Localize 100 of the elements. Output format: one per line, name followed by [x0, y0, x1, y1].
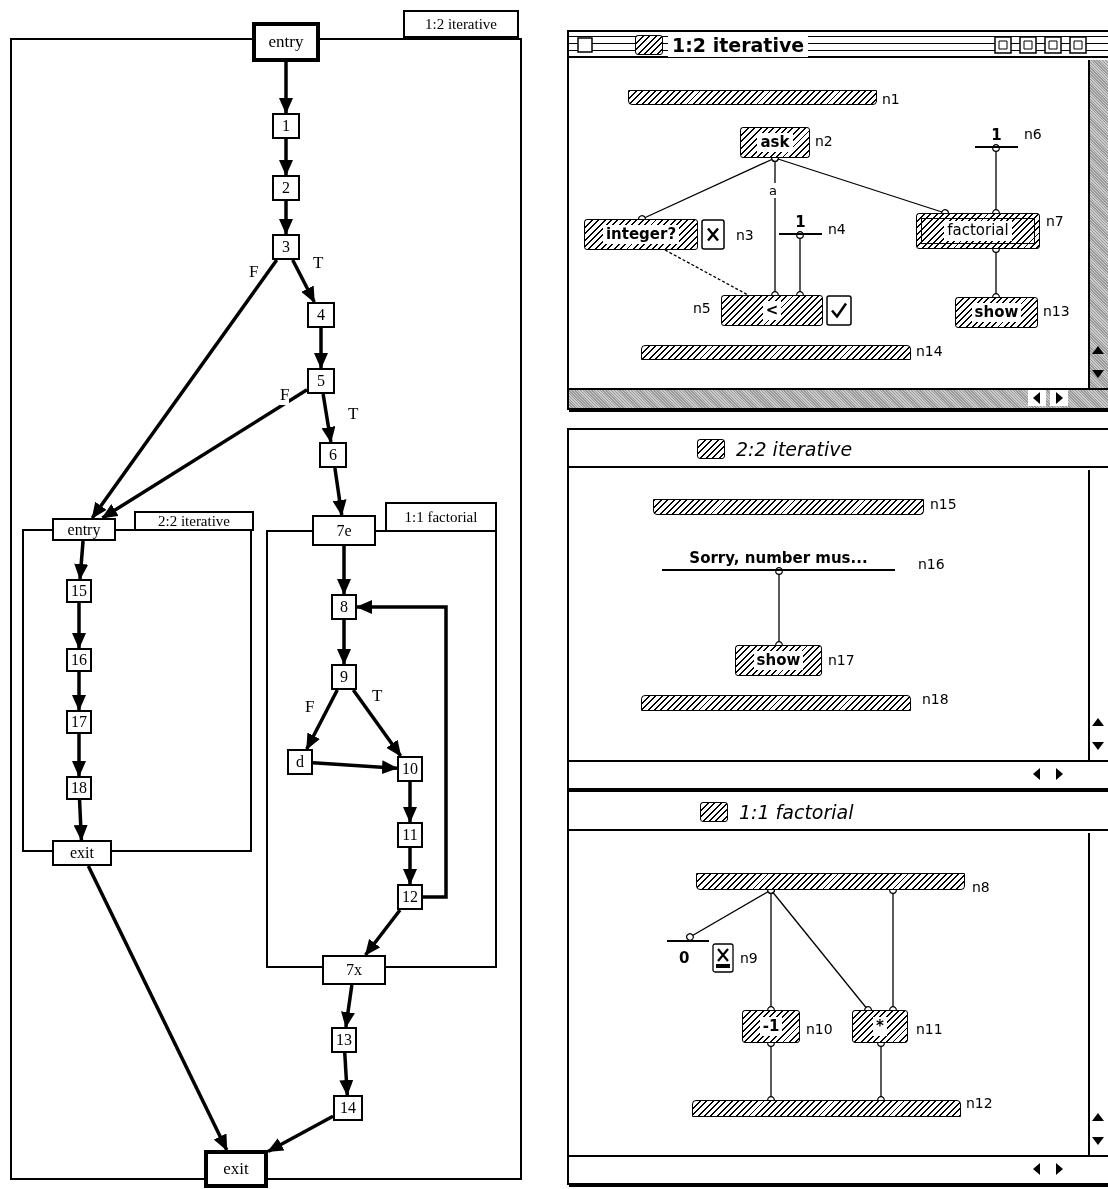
arrow [341, 984, 355, 1028]
node-id-label: n5 [693, 301, 711, 315]
input-bar [653, 499, 924, 515]
input-bar [628, 90, 877, 105]
node-id-label: n13 [1043, 304, 1070, 318]
arrow [279, 201, 293, 235]
operation-box [740, 127, 810, 158]
arrow [279, 139, 293, 176]
output-bar [641, 345, 911, 360]
arrow [86, 865, 229, 1151]
block-box: 18 [66, 776, 92, 800]
block-box: 9 [331, 664, 357, 690]
node-id-label: n3 [736, 228, 754, 242]
output-bar [692, 1100, 961, 1117]
node-id-label: n4 [828, 222, 846, 236]
operation-box [742, 1010, 800, 1043]
terminal-box: exit [204, 1150, 268, 1188]
operation-label: show [753, 650, 804, 671]
operation-box [955, 297, 1038, 328]
block-box: 6 [319, 442, 347, 468]
node-id-label: n11 [916, 1022, 943, 1036]
arrow [356, 600, 448, 899]
block-box: 1 [272, 113, 300, 139]
operation-box [852, 1010, 908, 1043]
arrow [72, 603, 86, 649]
arrow [305, 689, 339, 750]
arrow [74, 540, 89, 580]
block-box: 15 [66, 579, 92, 603]
node-id-label: n16 [918, 557, 945, 571]
arrow [314, 328, 328, 369]
operation-label: -1 [759, 1016, 783, 1037]
arrow [337, 620, 351, 665]
node-id-label: n1 [882, 92, 900, 106]
block-box: 12 [397, 884, 423, 910]
block-box: 4 [307, 302, 335, 328]
node-id-label: n12 [966, 1096, 993, 1110]
operation-label: < [762, 300, 782, 321]
arrow [403, 848, 417, 885]
terminal-box: entry [252, 22, 320, 62]
node-id-label: n9 [740, 951, 758, 965]
input-bar [696, 873, 965, 890]
arrow [267, 1114, 334, 1154]
arrow [332, 467, 347, 516]
operation-label: show [971, 302, 1022, 323]
constant: 1 [975, 125, 1018, 148]
node-id-label: n18 [922, 692, 949, 706]
region-title: 1:2 iterative [403, 10, 519, 38]
constant: 1 [779, 213, 822, 235]
block-box: 5 [307, 368, 335, 394]
block-box: 11 [397, 822, 423, 848]
node-id-label: n10 [806, 1022, 833, 1036]
window [567, 30, 1108, 410]
block-box: 3 [272, 234, 300, 260]
arrow [72, 672, 86, 711]
match-value: 0 [679, 949, 690, 967]
arrow [312, 760, 398, 775]
block-box: 7e [312, 515, 376, 546]
node-id-label: n6 [1024, 127, 1042, 141]
node-id-label: n15 [930, 497, 957, 511]
node-id-label: n2 [815, 134, 833, 148]
node-id-label: n8 [972, 880, 990, 894]
block-box: exit [52, 840, 112, 866]
arrow [73, 799, 88, 841]
arrow [101, 388, 308, 520]
operation-label: factorial [944, 221, 1012, 241]
arrow [364, 908, 402, 957]
arrow [291, 259, 316, 303]
block-box: 8 [331, 594, 357, 620]
operation-box [916, 213, 1040, 249]
constant: Sorry, number mus... [662, 545, 895, 571]
block-box: 14 [333, 1095, 363, 1121]
region-title: 2:2 iterative [134, 511, 254, 531]
node-id-label: n17 [828, 653, 855, 667]
block-box: 16 [66, 648, 92, 672]
block-box: 10 [397, 756, 423, 782]
arrow [279, 62, 293, 114]
arrow [337, 546, 351, 595]
arrow [321, 393, 336, 443]
operation-label: integer? [602, 224, 680, 245]
arrow [351, 689, 403, 757]
output-bar [641, 695, 911, 711]
window-title: 1:2 iterative [668, 33, 809, 57]
node-id-label: n14 [916, 344, 943, 358]
arrow [403, 782, 417, 823]
window [567, 428, 1108, 790]
operation-box [735, 645, 822, 676]
block-box: d [287, 749, 313, 775]
operation-label: * [873, 1016, 887, 1037]
block-box: entry [52, 518, 116, 541]
node-id-label: n7 [1046, 214, 1064, 228]
block-box: 17 [66, 710, 92, 734]
block-box: 2 [272, 175, 300, 201]
block-box: 13 [331, 1027, 357, 1053]
block-box: 7x [322, 955, 386, 985]
window [567, 790, 1108, 1185]
operation-label: ask [757, 132, 793, 153]
arrow [339, 1052, 354, 1096]
arrow [90, 259, 279, 519]
arrow [72, 734, 86, 777]
region-title: 1:1 factorial [385, 502, 497, 532]
